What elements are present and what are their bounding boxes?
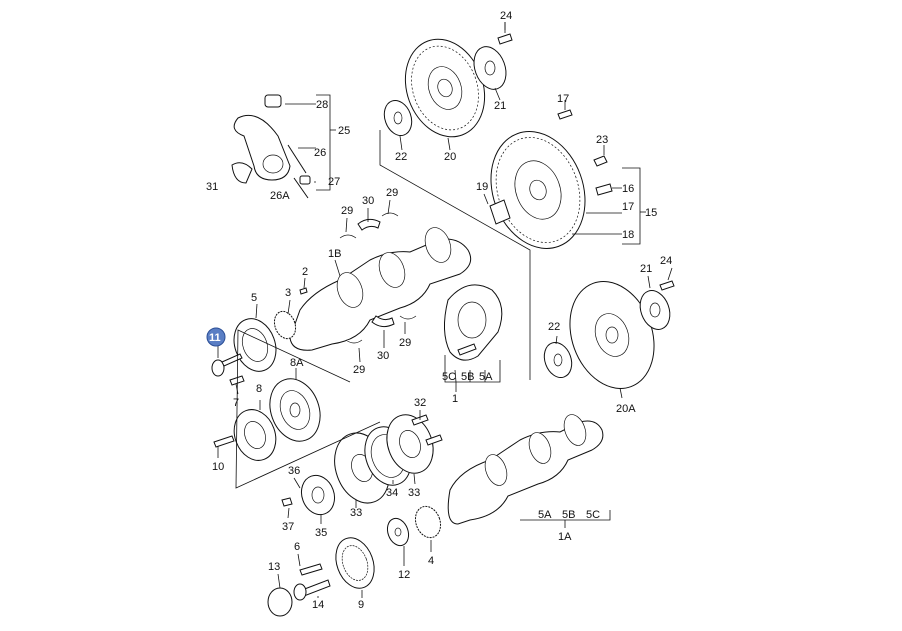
label-18: 18 — [622, 229, 634, 241]
label-1B: 1B — [328, 248, 341, 260]
cap-13 — [267, 587, 293, 617]
bolt-23 — [593, 155, 608, 167]
label-4: 4 — [428, 555, 434, 567]
label-31: 31 — [206, 181, 218, 193]
label-30a: 30 — [362, 195, 374, 207]
label-30b: 30 — [377, 350, 389, 362]
label-2: 2 — [302, 266, 308, 278]
label-29c: 29 — [399, 337, 411, 349]
label-5: 5 — [251, 292, 257, 304]
label-25: 25 — [338, 125, 350, 137]
label-24b: 24 — [660, 255, 672, 267]
label-37: 37 — [282, 521, 294, 533]
bearing-shell-30b — [371, 315, 395, 328]
label-19: 19 — [476, 181, 488, 193]
label-5Cb: 5C — [586, 509, 600, 521]
label-14: 14 — [312, 599, 324, 611]
label-29b: 29 — [341, 205, 353, 217]
label-27: 27 — [328, 176, 340, 188]
label-5C: 5C — [442, 371, 456, 383]
label-15: 15 — [645, 207, 657, 219]
bushing-16 — [595, 183, 613, 196]
connecting-rod — [231, 94, 311, 199]
label-8A: 8A — [290, 357, 304, 369]
label-23: 23 — [596, 134, 608, 146]
label-9: 9 — [358, 599, 364, 611]
pulley-8 — [233, 409, 277, 461]
bearing-shell-29c — [345, 315, 417, 344]
label-11[interactable]: 11 — [209, 332, 221, 344]
washer-12 — [386, 517, 410, 547]
flywheel-upper — [404, 38, 486, 138]
damper-33b — [386, 414, 434, 474]
label-28: 28 — [316, 99, 328, 111]
label-22: 22 — [395, 151, 407, 163]
label-29d: 29 — [353, 364, 365, 376]
label-1: 1 — [452, 393, 458, 405]
label-20A: 20A — [616, 403, 636, 415]
flywheel-15 — [489, 131, 586, 249]
bolt-14 — [293, 579, 331, 601]
label-13: 13 — [268, 561, 280, 573]
label-26: 26 — [314, 147, 326, 159]
bolt-6 — [299, 563, 323, 576]
pulley-5 — [233, 318, 277, 372]
plate-22a — [383, 100, 413, 136]
nut-37 — [281, 497, 293, 507]
label-33a: 33 — [350, 507, 362, 519]
label-21b: 21 — [640, 263, 652, 275]
part-11-highlight[interactable] — [206, 327, 226, 347]
label-26A: 26A — [270, 190, 290, 202]
label-10: 10 — [212, 461, 224, 473]
bearing-shell-30a — [357, 218, 381, 231]
seal-carrier — [444, 284, 503, 361]
bearing-shell-29a — [339, 212, 399, 239]
bolt-24b — [659, 280, 675, 291]
gear-4 — [414, 505, 442, 539]
label-5Ab: 5A — [538, 509, 552, 521]
bolt-10 — [213, 435, 235, 448]
label-34: 34 — [386, 487, 398, 499]
label-22b: 22 — [548, 321, 560, 333]
plate-21b — [639, 290, 671, 330]
plate-22b — [543, 342, 573, 378]
crankshaft-1B — [289, 227, 472, 351]
label-6: 6 — [294, 541, 300, 553]
flex-plate-20A — [569, 281, 655, 389]
bolt-11 — [211, 353, 243, 377]
label-5B: 5B — [461, 371, 474, 383]
label-20: 20 — [444, 151, 456, 163]
label-12: 12 — [398, 569, 410, 581]
callout-labels: 24 21 22 20 28 25 26 27 26A 31 17 23 16 … — [206, 10, 672, 611]
label-5Bb: 5B — [562, 509, 575, 521]
label-35: 35 — [315, 527, 327, 539]
label-29a: 29 — [386, 187, 398, 199]
label-24: 24 — [500, 10, 512, 22]
label-3: 3 — [285, 287, 291, 299]
key-2 — [299, 287, 308, 295]
pin-17 — [557, 109, 573, 120]
label-5A: 5A — [479, 371, 493, 383]
label-36: 36 — [288, 465, 300, 477]
label-33b: 33 — [408, 487, 420, 499]
label-16: 16 — [622, 183, 634, 195]
label-1A: 1A — [558, 531, 572, 543]
pulley-9 — [335, 537, 375, 589]
label-8: 8 — [256, 383, 262, 395]
label-17a: 17 — [557, 93, 569, 105]
pulley-8A — [269, 378, 321, 442]
hub-35 — [300, 474, 336, 516]
label-7: 7 — [233, 397, 239, 409]
plate-upper-21 — [473, 46, 507, 90]
label-17b: 17 — [622, 201, 634, 213]
label-32: 32 — [414, 397, 426, 409]
leader-lines — [217, 22, 673, 598]
crankshaft-1A — [447, 414, 604, 525]
label-21: 21 — [494, 100, 506, 112]
sprocket-3 — [273, 310, 297, 340]
